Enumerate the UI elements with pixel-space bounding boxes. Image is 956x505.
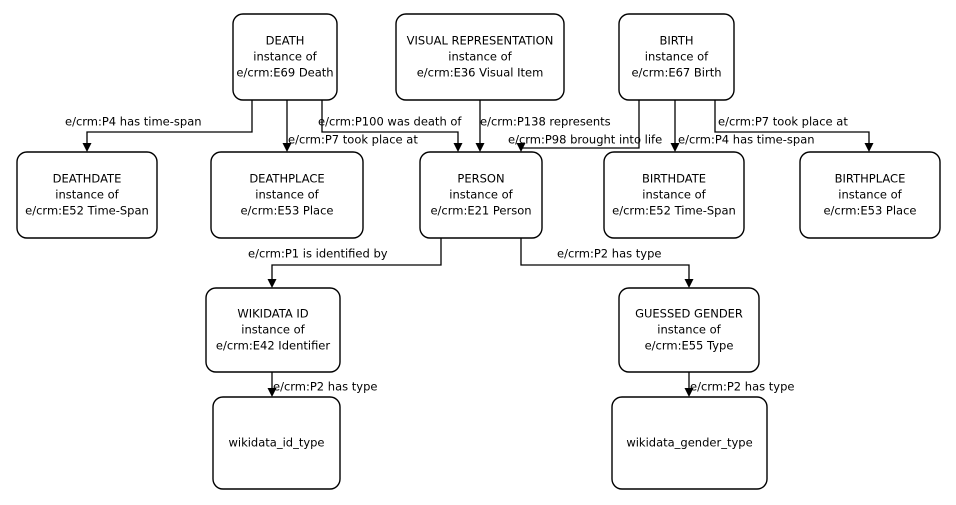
edge-path xyxy=(321,100,459,144)
node-person[interactable]: PERSON instance of e/crm:E21 Person xyxy=(419,151,543,239)
node-title: wikidata_gender_type xyxy=(626,436,752,450)
edge-path xyxy=(520,238,690,280)
edge-wikidata-id-p2-type xyxy=(267,372,277,397)
edge-birth-p7-birthplace xyxy=(714,100,874,152)
node-class: e/crm:E52 Time-Span xyxy=(612,204,736,218)
arrowhead-icon xyxy=(282,143,292,152)
node-box[interactable] xyxy=(799,151,941,239)
node-relation: instance of xyxy=(838,188,902,202)
arrowhead-icon xyxy=(475,143,485,152)
node-class: e/crm:E52 Time-Span xyxy=(25,204,149,218)
node-deathdate[interactable]: DEATHDATE instance of e/crm:E52 Time-Span xyxy=(16,151,158,239)
edge-label-visual-p138-person: e/crm:P138 represents xyxy=(480,115,611,129)
node-relation: instance of xyxy=(449,188,513,202)
node-birthplace[interactable]: BIRTHPLACE instance of e/crm:E53 Place xyxy=(799,151,941,239)
node-relation: instance of xyxy=(55,188,119,202)
edge-birth-p98-person xyxy=(516,100,640,152)
edge-birth-p4-birthdate xyxy=(670,100,680,152)
edge-labels-layer: e/crm:P4 has time-span e/crm:P7 took plac… xyxy=(65,115,848,394)
arrowhead-icon xyxy=(82,143,92,152)
node-class: e/crm:E69 Death xyxy=(236,66,333,80)
node-relation: instance of xyxy=(642,188,706,202)
node-class: e/crm:E21 Person xyxy=(430,204,531,218)
node-title: GUESSED GENDER xyxy=(635,307,743,321)
node-title: VISUAL REPRESENTATION xyxy=(407,34,554,48)
node-relation: instance of xyxy=(645,50,709,64)
edge-death-p7-deathplace xyxy=(282,100,292,152)
arrowhead-icon xyxy=(267,388,277,397)
node-title: BIRTHPLACE xyxy=(835,172,906,186)
node-title: DEATHPLACE xyxy=(249,172,324,186)
node-wikidata_id_type[interactable]: wikidata_id_type xyxy=(212,396,341,490)
edges-layer xyxy=(82,100,874,397)
node-deathplace[interactable]: DEATHPLACE instance of e/crm:E53 Place xyxy=(210,151,364,239)
edge-label-birth-p7-birthplace: e/crm:P7 took place at xyxy=(718,115,848,129)
node-class: e/crm:E42 Identifier xyxy=(216,339,331,353)
node-death[interactable]: DEATH instance of e/crm:E69 Death xyxy=(232,13,338,101)
node-box[interactable] xyxy=(212,396,341,490)
edge-label-guessed-gender-p2-type: e/crm:P2 has type xyxy=(690,380,794,394)
arrowhead-icon xyxy=(267,279,277,288)
edge-label-death-p7-deathplace: e/crm:P7 took place at xyxy=(288,133,418,147)
edge-label-birth-p4-birthdate: e/crm:P4 has time-span xyxy=(678,133,815,147)
edge-label-death-p4-deathdate: e/crm:P4 has time-span xyxy=(65,115,202,129)
node-guessed_gender[interactable]: GUESSED GENDER instance of e/crm:E55 Type xyxy=(618,287,760,373)
edge-label-death-p100-person: e/crm:P100 was death of xyxy=(318,115,462,129)
edge-label-person-p2-guessed-gender: e/crm:P2 has type xyxy=(557,247,661,261)
node-box[interactable] xyxy=(603,151,745,239)
node-birthdate[interactable]: BIRTHDATE instance of e/crm:E52 Time-Span xyxy=(603,151,745,239)
arrowhead-icon xyxy=(453,143,463,152)
arrowhead-icon xyxy=(684,388,694,397)
node-box[interactable] xyxy=(618,13,735,101)
node-title: BIRTHDATE xyxy=(642,172,706,186)
arrowhead-icon xyxy=(670,143,680,152)
edge-guessed-gender-p2-type xyxy=(684,372,694,397)
edge-person-p1-wikidata-id xyxy=(267,238,442,288)
arrowhead-icon xyxy=(864,143,874,152)
node-box[interactable] xyxy=(618,287,760,373)
edge-death-p4-deathdate xyxy=(82,100,253,152)
node-birth[interactable]: BIRTH instance of e/crm:E67 Birth xyxy=(618,13,735,101)
arrowhead-icon xyxy=(684,279,694,288)
node-title: DEATHDATE xyxy=(53,172,122,186)
node-box[interactable] xyxy=(611,396,768,490)
edge-visual-p138-person xyxy=(475,100,485,152)
node-class: e/crm:E67 Birth xyxy=(631,66,721,80)
node-class: e/crm:E36 Visual Item xyxy=(417,66,544,80)
node-relation: instance of xyxy=(448,50,512,64)
nodes-layer: DEATH instance of e/crm:E69 Death VISUAL RE… xyxy=(16,13,941,490)
edge-person-p2-guessed-gender xyxy=(520,238,694,288)
node-box[interactable] xyxy=(210,151,364,239)
node-wikidata_id[interactable]: WIKIDATA ID instance of e/crm:E42 Identifi… xyxy=(205,287,341,373)
node-title: PERSON xyxy=(457,172,504,186)
node-relation: instance of xyxy=(253,50,317,64)
edge-path xyxy=(86,100,253,144)
edge-label-person-p1-wikidata-id: e/crm:P1 is identified by xyxy=(248,247,388,261)
node-box[interactable] xyxy=(232,13,338,101)
node-box[interactable] xyxy=(205,287,341,373)
node-class: e/crm:E55 Type xyxy=(645,339,734,353)
node-wikidata_gender_type[interactable]: wikidata_gender_type xyxy=(611,396,768,490)
node-title: wikidata_id_type xyxy=(228,436,324,450)
node-class: e/crm:E53 Place xyxy=(823,204,916,218)
node-visual_representation[interactable]: VISUAL REPRESENTATION instance of e/crm:E3… xyxy=(395,13,565,101)
node-box[interactable] xyxy=(16,151,158,239)
edge-label-wikidata-id-p2-type: e/crm:P2 has type xyxy=(273,380,377,394)
node-title: BIRTH xyxy=(659,34,693,48)
node-class: e/crm:E53 Place xyxy=(240,204,333,218)
node-relation: instance of xyxy=(657,323,721,337)
edge-path xyxy=(271,238,442,280)
node-box[interactable] xyxy=(419,151,543,239)
node-title: DEATH xyxy=(266,34,305,48)
node-box[interactable] xyxy=(395,13,565,101)
arrowhead-icon xyxy=(516,143,526,152)
edge-death-p100-person xyxy=(321,100,463,152)
node-relation: instance of xyxy=(255,188,319,202)
edge-path xyxy=(714,100,870,144)
edge-label-birth-p98-person: e/crm:P98 brought into life xyxy=(508,133,662,147)
node-title: WIKIDATA ID xyxy=(237,307,308,321)
node-relation: instance of xyxy=(241,323,305,337)
